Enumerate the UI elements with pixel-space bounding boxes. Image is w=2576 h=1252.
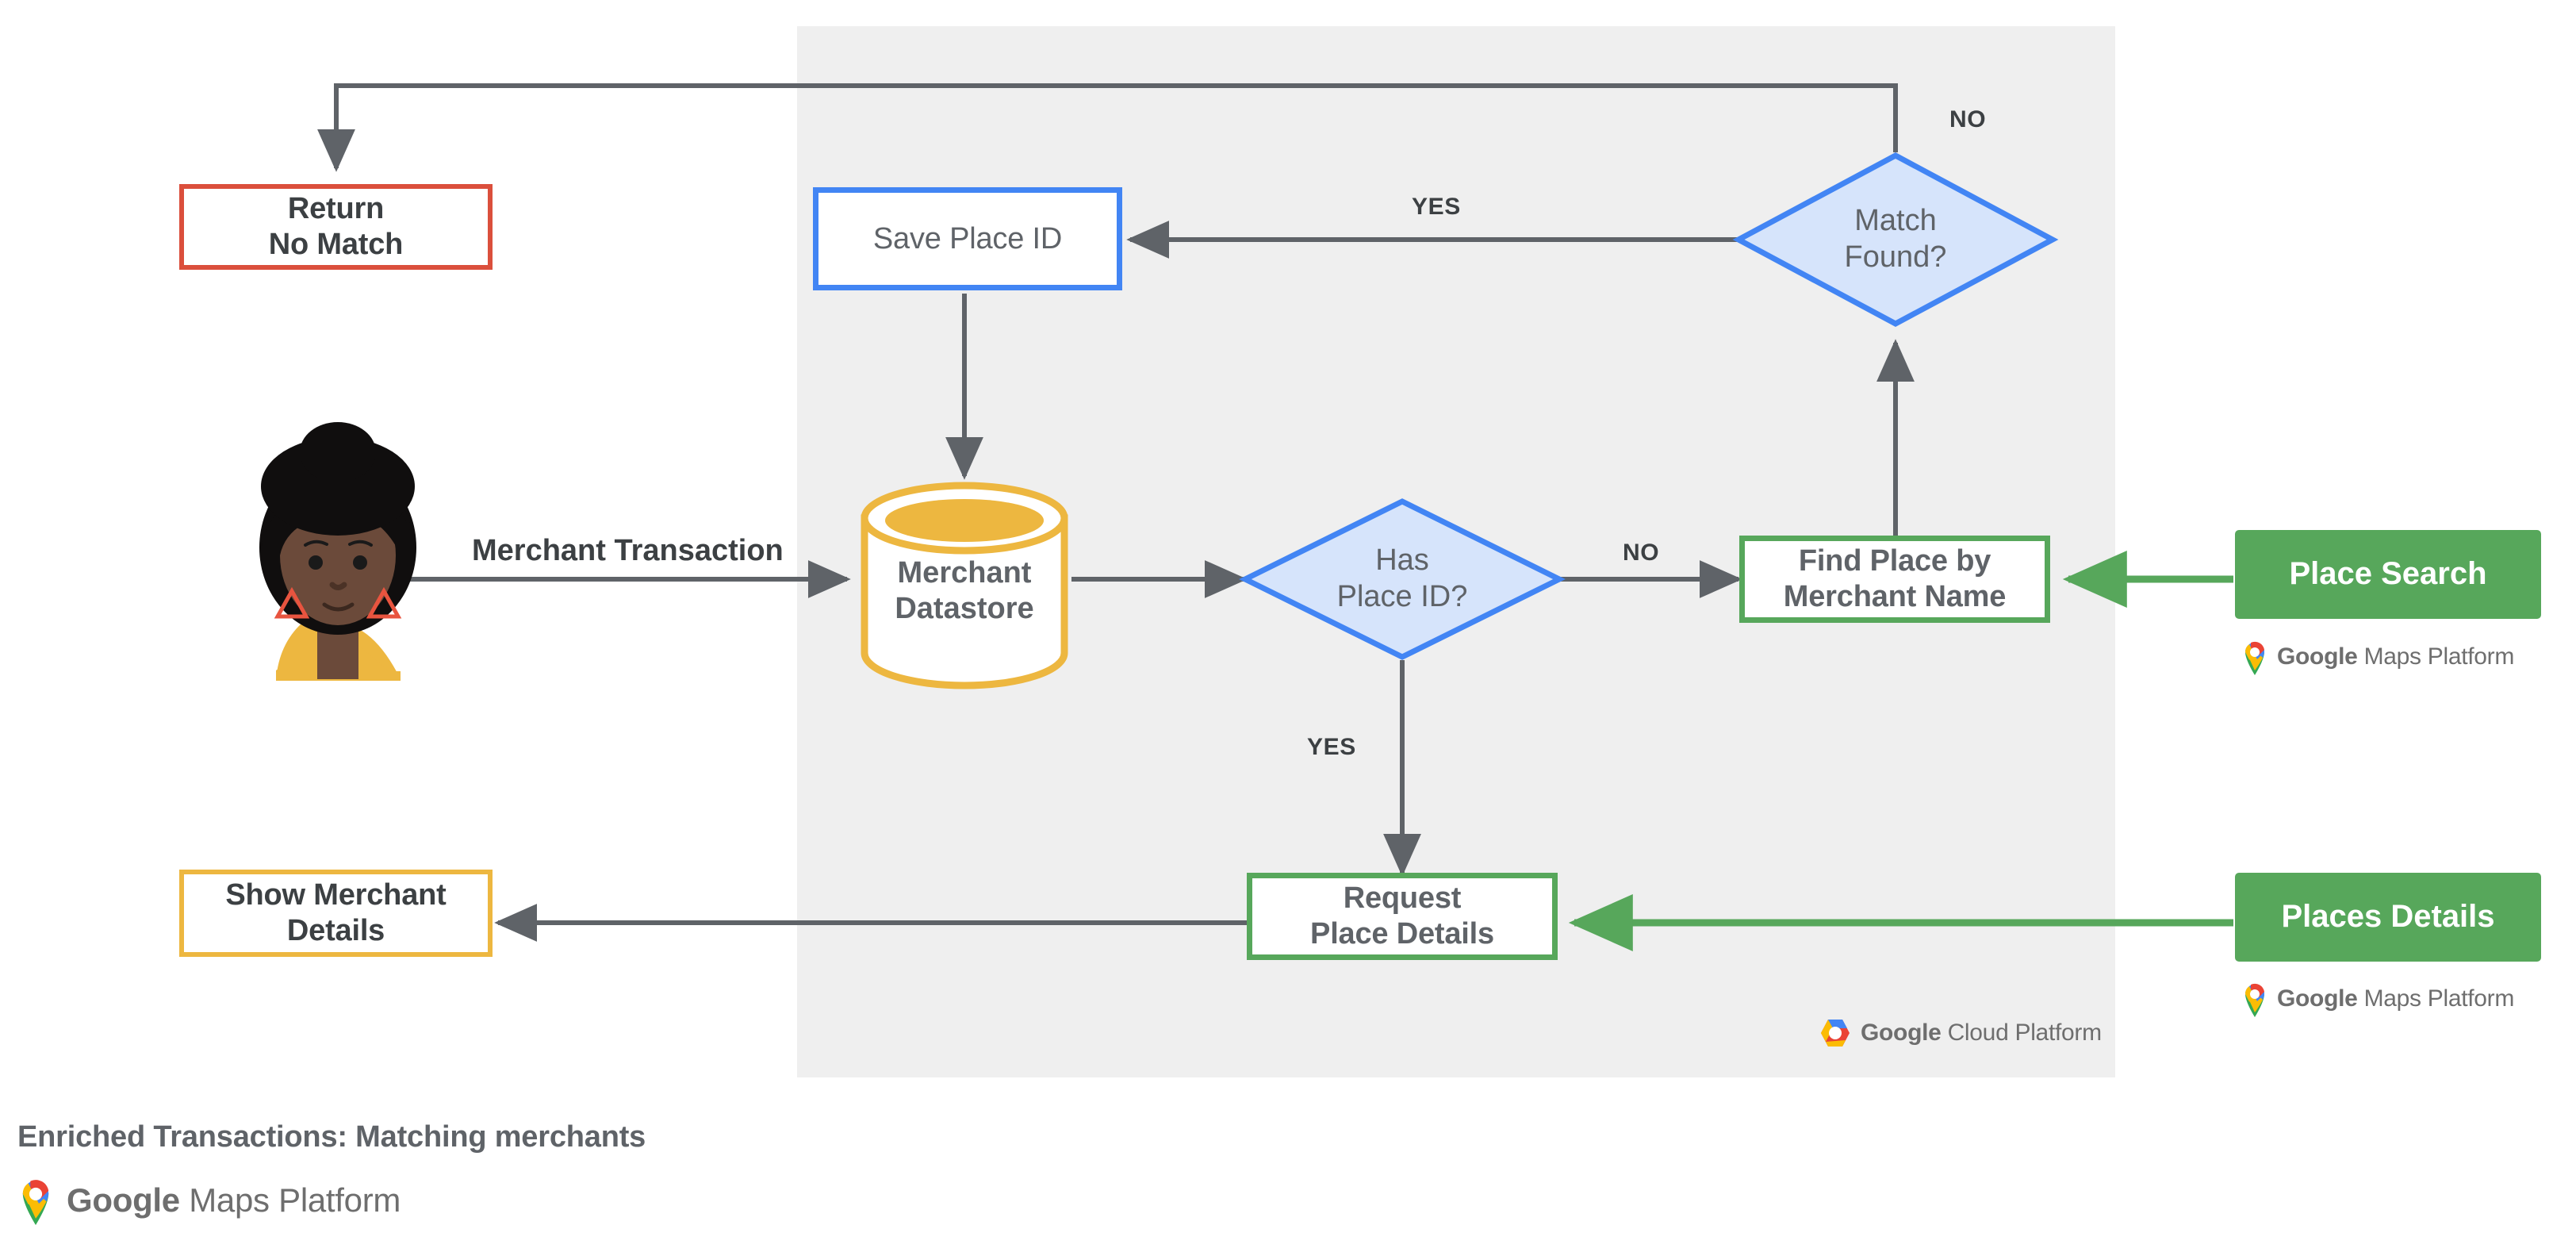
logo-google-maps-platform-caption: Google Maps Platform [17,1176,401,1225]
logo-text: Google Maps Platform [67,1181,401,1219]
edge-label-merchant-transaction: Merchant Transaction [472,534,784,567]
logo-google-maps-platform-places-details: Google Maps Platform [2241,981,2514,1017]
edge-label-has-place-id-no: NO [1623,540,1660,566]
node-places-details-api[interactable]: Places Details [2235,873,2541,962]
node-save-place-id[interactable]: Save Place ID [813,187,1122,290]
node-show-merchant-details[interactable]: Show Merchant Details [179,870,493,957]
logo-text: Google Cloud Platform [1861,1020,2102,1046]
node-return-no-match[interactable]: Return No Match [179,184,493,270]
logo-text: Google Maps Platform [2277,985,2515,1012]
edge-label-match-found-no: NO [1949,106,1987,132]
datastore-merchant-shape [861,482,1068,689]
node-place-search-api[interactable]: Place Search [2235,530,2541,619]
cloud-hexagon-icon [1821,1020,1850,1047]
logo-google-maps-platform-place-search: Google Maps Platform [2241,639,2514,675]
edge-label-match-found-yes: YES [1412,194,1461,220]
node-request-place-details[interactable]: Request Place Details [1247,873,1558,960]
diagram-caption-title: Enriched Transactions: Matching merchant… [17,1120,646,1154]
edge-label-has-place-id-yes: YES [1307,734,1356,760]
decision-match-found-shape [1732,152,2059,327]
maps-pin-icon [2244,641,2265,675]
logo-google-cloud-platform: Google Cloud Platform [1819,1018,2102,1048]
decision-has-place-id-shape [1239,498,1566,660]
maps-pin-icon [2244,983,2265,1017]
maps-pin-icon [22,1180,49,1225]
edge-match-found-no-to-return-no-match [317,83,1898,172]
node-find-place-by-merchant-name[interactable]: Find Place by Merchant Name [1739,536,2050,623]
logo-text: Google Maps Platform [2277,643,2515,670]
user-avatar-icon [259,422,416,681]
